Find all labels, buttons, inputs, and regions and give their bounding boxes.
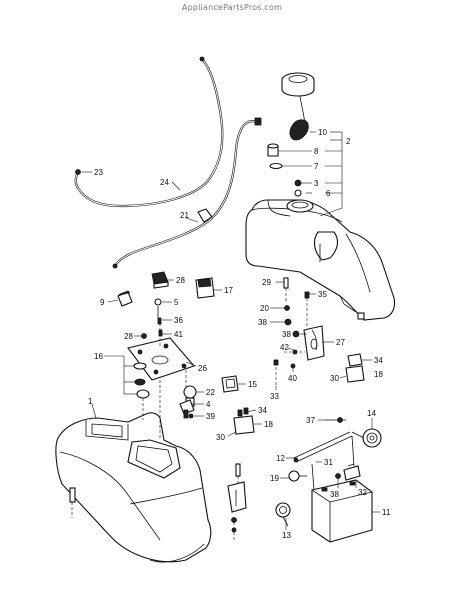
nut-38-upper [284,318,292,326]
choke-knob-9 [117,290,133,307]
callout-40: 40 [288,374,297,383]
cable-13 [275,502,291,527]
grommet-16-upper [133,362,147,386]
terminal-19 [288,470,307,482]
callout-26: 26 [198,364,207,373]
connector-17 [195,277,222,299]
callout-28-lower: 28 [124,332,133,341]
bolt-35 [304,291,310,326]
callout-10: 10 [318,128,327,137]
fuel-hose-21 [112,117,262,269]
callout-34-lower: 34 [258,406,267,415]
callout-39: 39 [206,412,215,421]
callout-31: 31 [324,458,333,467]
callout-9: 9 [100,298,105,307]
callout-42: 42 [280,343,289,352]
terminal-cover-32 [343,463,361,481]
rod-31 [311,435,355,491]
callout-28-upper: 28 [176,276,185,285]
dashboard-body-1 [55,412,212,563]
callout-36: 36 [174,316,183,325]
callout-17: 17 [224,286,233,295]
hose-clamp-23 [75,169,92,175]
nut-39 [188,413,194,419]
battery-cable-14 [351,428,382,448]
callout-6: 6 [326,189,331,198]
watermark: AppliancePartsPros.com [181,3,283,12]
callout-37: 37 [306,416,315,425]
gasket-7 [269,162,283,170]
fuel-hose-24 [74,56,224,208]
switch-bracket-26 [127,337,195,381]
callout-3: 3 [314,179,319,188]
callout-22: 22 [206,388,215,397]
bracket-lower-mount [227,463,247,540]
callout-38-mid: 38 [282,330,291,339]
callout-38-battery: 38 [330,490,339,499]
fuel-cap [281,72,315,129]
callout-18-upper: 18 [374,370,383,379]
switch-15 [221,375,239,393]
callout-15: 15 [248,380,257,389]
callout-30-upper: 30 [330,374,339,383]
bracket-27 [303,325,325,361]
callout-21: 21 [180,211,189,220]
screw-29 [283,277,289,302]
leader-lines [91,131,380,530]
nut-20 [284,305,290,311]
callout-16: 16 [94,352,103,361]
callout-32: 32 [358,488,367,497]
callout-30-lower: 30 [216,433,225,442]
pin-36 [157,317,162,346]
relay-bracket-18-upper [339,365,365,383]
callout-19: 19 [270,474,279,483]
callout-41: 41 [174,330,183,339]
callout-4: 4 [206,400,211,409]
nut-28 [141,333,147,339]
shaft-5 [154,298,162,318]
callout-14: 14 [367,409,376,418]
callout-18-lower: 18 [264,420,273,429]
battery-strap-37 [324,417,346,423]
screw-42 [284,349,305,355]
throttle-knob-28 [151,271,169,289]
nut-40 [290,363,296,369]
callout-5: 5 [174,298,179,307]
callout-11: 11 [382,508,391,517]
callout-34-upper: 34 [374,356,383,365]
callout-35: 35 [318,290,327,299]
cap-tether-10 [289,119,309,141]
callout-38-upper: 38 [258,318,267,327]
relay-34-upper [347,353,372,367]
fuel-tank-6 [245,199,396,321]
nut-38-mid [292,330,300,338]
callout-2: 2 [346,137,351,146]
ignition-switch-4 [179,399,195,419]
fuel-valve-3 [294,179,302,197]
bolt-33 [273,359,279,386]
callout-27: 27 [336,338,345,347]
callout-13: 13 [282,531,291,540]
callout-8: 8 [314,147,319,156]
fuel-filter-screen-8 [267,143,279,157]
callout-7: 7 [314,162,319,171]
relay-bracket-18-lower [227,407,255,437]
callout-23: 23 [94,168,103,177]
callout-33: 33 [270,392,279,401]
callout-20: 20 [260,304,269,313]
callout-29: 29 [262,278,271,287]
callout-24: 24 [160,178,169,187]
screw-41 [158,329,163,337]
callout-12: 12 [276,454,285,463]
callout-1: 1 [88,397,93,406]
nut-38-battery [335,473,341,479]
battery-hold-down-12 [293,431,353,463]
callout-labels: 1 2 3 4 5 6 7 8 9 10 11 12 13 14 15 16 1… [88,128,391,540]
